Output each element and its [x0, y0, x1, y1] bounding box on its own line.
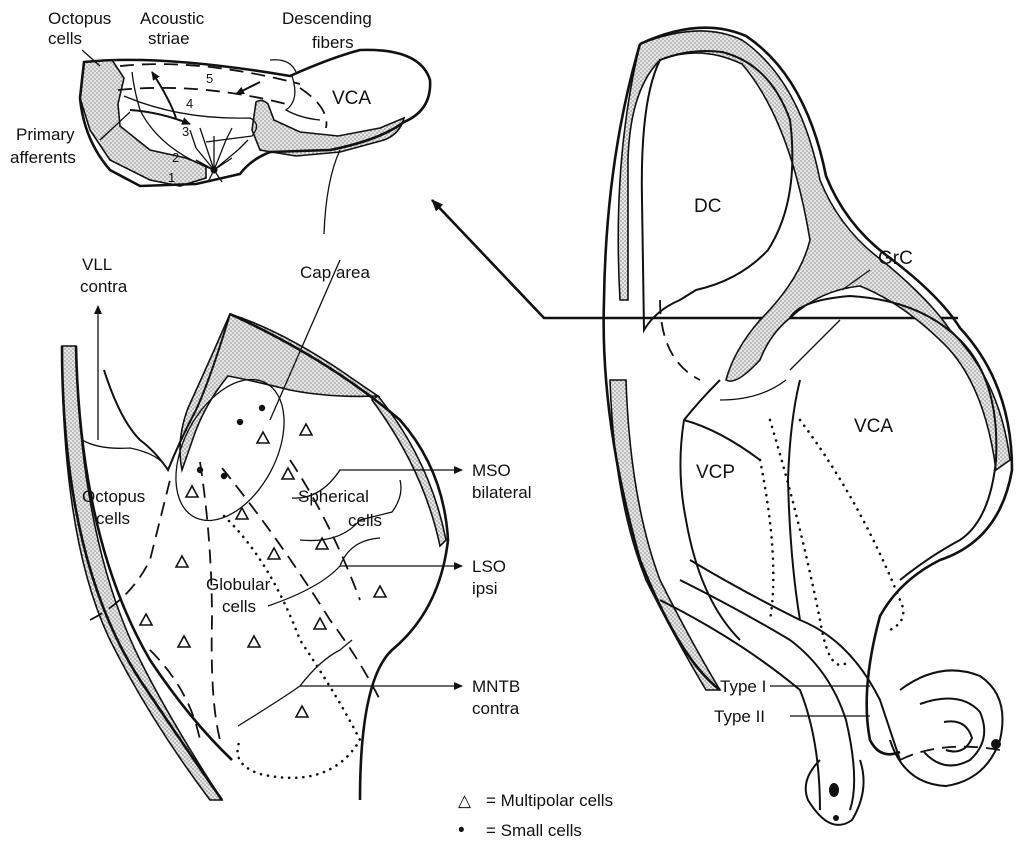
descending-fiber-arrow [236, 82, 260, 94]
label-type-ii: Type II [714, 707, 765, 726]
label-octopus-cells-top-2: cells [48, 29, 82, 48]
label-mso: MSO [472, 461, 511, 480]
nerve-line-2 [680, 580, 854, 810]
legend-small-symbol: • [458, 820, 465, 841]
label-octopus-cells-2: cells [96, 509, 130, 528]
right-view-nucleus: DC GrC VCA VCP Type I Type II [604, 28, 1012, 825]
top-layer-dash-vca [300, 88, 326, 128]
bottom-left-section: VLL contra Cap area Octopus cells Spheri… [62, 150, 532, 800]
label-lso-2: ipsi [472, 579, 498, 598]
dotted-region-3 [760, 460, 773, 620]
bottom-dash-octopus [200, 462, 220, 740]
legend-multipolar-text: = Multipolar cells [486, 791, 613, 810]
small-cells [197, 405, 265, 479]
dc-dash [660, 300, 700, 380]
layer-number-3: 3 [182, 124, 189, 139]
type-i-ganglion-cell [829, 783, 839, 797]
layer-number-1: 1 [168, 170, 175, 185]
right-outer-boundary [640, 28, 1012, 755]
label-descending-fibers-2: fibers [312, 33, 354, 52]
label-lso: LSO [472, 557, 506, 576]
cochlea [890, 670, 1003, 786]
label-acoustic-striae: Acoustic [140, 9, 205, 28]
label-acoustic-striae-2: striae [148, 29, 190, 48]
vcp-left-boundary [680, 380, 740, 640]
layer-number-4: 4 [186, 96, 193, 111]
label-octopus-cells: Octopus [82, 487, 145, 506]
label-cap-area: Cap area [300, 263, 370, 282]
acoustic-striae-arrow [152, 72, 176, 118]
label-primary-afferents: Primary [16, 125, 75, 144]
top-cap-layer [252, 100, 404, 156]
label-vll: VLL [82, 255, 112, 274]
label-globular-cells-2: cells [222, 597, 256, 616]
cap-area-leader-top [324, 150, 340, 234]
layer-number-2: 2 [172, 150, 179, 165]
label-vll-2: contra [80, 277, 128, 296]
label-right-vca: VCA [854, 416, 893, 437]
vca-thin-line [790, 320, 840, 370]
dotted-region-1 [770, 420, 850, 665]
label-globular-cells: Globular [206, 575, 271, 594]
vcp-inner-line [684, 420, 760, 460]
label-dc: DC [694, 196, 721, 217]
layer-number-5: 5 [206, 71, 213, 86]
label-grc: GrC [878, 248, 913, 269]
label-vcp: VCP [696, 462, 735, 483]
label-spherical-cells-2: cells [348, 511, 382, 530]
right-outer-stipple [618, 31, 1010, 470]
label-type-i: Type I [720, 677, 766, 696]
type-ii-ganglion-cell [833, 815, 839, 821]
top-vca-boundary [286, 76, 320, 120]
label-top-vca: VCA [332, 88, 371, 109]
label-spherical-cells: Spherical [298, 487, 369, 506]
vcp-top-line [720, 380, 786, 400]
bottom-dotted-boundary [224, 516, 360, 778]
primary-afferent-arrow [130, 110, 190, 124]
top-section-slice: 5 4 3 2 1 Octopus cells Acoustic striae … [10, 9, 430, 186]
legend: △ = Multipolar cells • = Small cells [458, 791, 613, 841]
label-octopus-cells-top: Octopus [48, 9, 111, 28]
label-descending-fibers: Descending [282, 9, 372, 28]
right-stippled-band [372, 396, 446, 546]
lso-output-arrow [268, 566, 462, 606]
label-mntb-2: contra [472, 699, 520, 718]
mntb-branch [300, 640, 352, 686]
lso-branch [340, 538, 380, 566]
label-mso-2: bilateral [472, 483, 532, 502]
vca-vcp-divider [788, 380, 800, 620]
legend-small-text: = Small cells [486, 821, 582, 840]
legend-multipolar-symbol: △ [458, 791, 472, 810]
label-primary-afferents-2: afferents [10, 148, 76, 167]
label-mntb: MNTB [472, 677, 520, 696]
